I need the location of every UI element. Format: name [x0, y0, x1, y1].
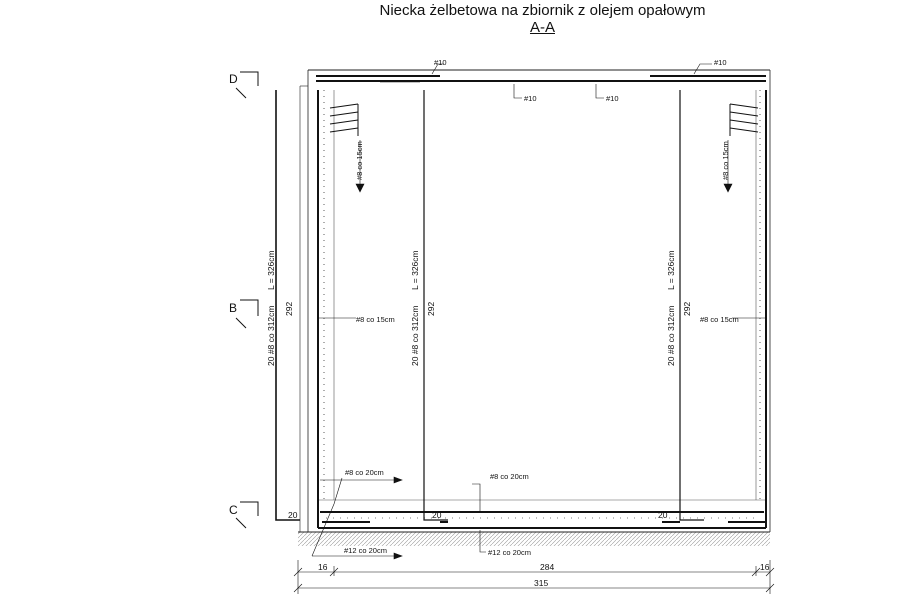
- dim-left-wall: 16: [318, 562, 328, 572]
- section-mark-b-label: B: [229, 301, 237, 315]
- label-right-corner-bars: #8 co 15cm: [721, 141, 730, 180]
- label-top-right-bar: #10: [714, 58, 727, 67]
- label-bottom-upper-mid: #8 co 20cm: [490, 472, 529, 481]
- leaders: [311, 63, 766, 560]
- label-bottom-lower-left: #12 co 20cm: [344, 546, 387, 555]
- section-title: A-A: [0, 19, 900, 36]
- label-bottom-upper-left: #8 co 20cm: [345, 468, 384, 477]
- section-mark-b: [235, 299, 259, 329]
- label-right-wall-bars: #8 co 15cm: [700, 315, 739, 324]
- schedule-2-length: L = 326cm: [410, 250, 420, 290]
- label-top-mid-left: #10: [524, 94, 537, 103]
- wall-reinforcement: [317, 90, 767, 529]
- dim-inner: 284: [540, 562, 554, 572]
- label-bottom-lower-mid: #12 co 20cm: [488, 548, 531, 557]
- dim-right-wall: 16: [760, 562, 770, 572]
- top-reinforcement: [316, 75, 766, 83]
- section-mark-c-label: C: [229, 503, 238, 517]
- label-left-corner-bars: #8 co 15cm: [355, 141, 364, 180]
- section-mark-c: [235, 501, 259, 529]
- schedule-2-height: 292: [426, 302, 436, 316]
- label-top-mid-right: #10: [606, 94, 619, 103]
- schedule-3-length: L = 326cm: [666, 250, 676, 290]
- dim-overall: 315: [534, 578, 548, 588]
- label-left-wall-bars: #8 co 15cm: [356, 315, 395, 324]
- drawing-title: Niecka żelbetowa na zbiornik z olejem op…: [379, 2, 706, 19]
- schedule-1-count: 20 #8 co 312cm: [266, 306, 276, 366]
- schedule-1-foot: 20: [288, 510, 298, 520]
- section-title-text: A-A: [529, 19, 555, 36]
- schedule-3-count: 20 #8 co 312cm: [666, 306, 676, 366]
- section-mark-d: [235, 71, 259, 99]
- schedule-1-height: 292: [284, 302, 294, 316]
- schedule-bars: [275, 90, 704, 521]
- lean-concrete-layer: [298, 532, 770, 546]
- dimension-lines: [293, 560, 775, 594]
- schedule-2-count: 20 #8 co 312cm: [410, 306, 420, 366]
- section-mark-d-label: D: [229, 72, 238, 86]
- basin-outline: [298, 69, 771, 533]
- schedule-3-foot: 20: [658, 510, 668, 520]
- corner-stirrups: [329, 103, 759, 136]
- label-top-left-bar: #10: [434, 58, 447, 67]
- schedule-1-length: L = 326cm: [266, 250, 276, 290]
- schedule-3-height: 292: [682, 302, 692, 316]
- schedule-2-foot: 20: [432, 510, 442, 520]
